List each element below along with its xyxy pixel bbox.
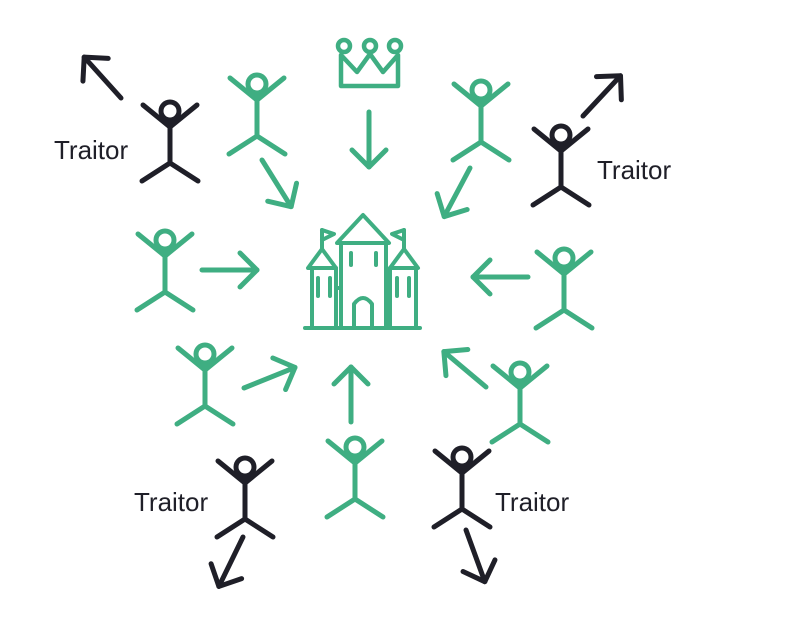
arrow-icon xyxy=(238,352,302,404)
arrow-icon xyxy=(248,151,306,216)
castle-icon xyxy=(303,213,422,330)
arrow-icon xyxy=(473,260,528,294)
traitor-general-3 xyxy=(217,458,273,537)
arrow-icon xyxy=(352,112,386,167)
loyal-general-3 xyxy=(137,231,193,310)
traitor-general-4 xyxy=(434,448,490,527)
traitor-label: Traitor xyxy=(597,155,672,185)
traitor-label: Traitor xyxy=(54,135,129,165)
arrow-icon xyxy=(334,367,368,422)
arrow-icon xyxy=(450,524,501,587)
arrow-icon xyxy=(204,530,259,594)
arrow-icon xyxy=(202,253,257,287)
loyal-general-2 xyxy=(453,81,509,160)
loyal-general-1 xyxy=(229,75,285,154)
arrow-icon xyxy=(433,339,497,400)
arrow-icon xyxy=(429,160,485,225)
loyal-general-6 xyxy=(492,363,548,442)
traitor-label: Traitor xyxy=(495,487,570,517)
loyal-general-5 xyxy=(177,345,233,424)
loyal-general-7 xyxy=(327,438,383,517)
traitor-label: Traitor xyxy=(134,487,209,517)
arrow-icon xyxy=(571,64,633,127)
crown-icon xyxy=(335,37,404,89)
traitor-general-1 xyxy=(142,102,198,181)
traitor-general-2 xyxy=(533,126,589,205)
loyal-general-4 xyxy=(536,249,592,328)
arrow-icon xyxy=(72,46,134,110)
